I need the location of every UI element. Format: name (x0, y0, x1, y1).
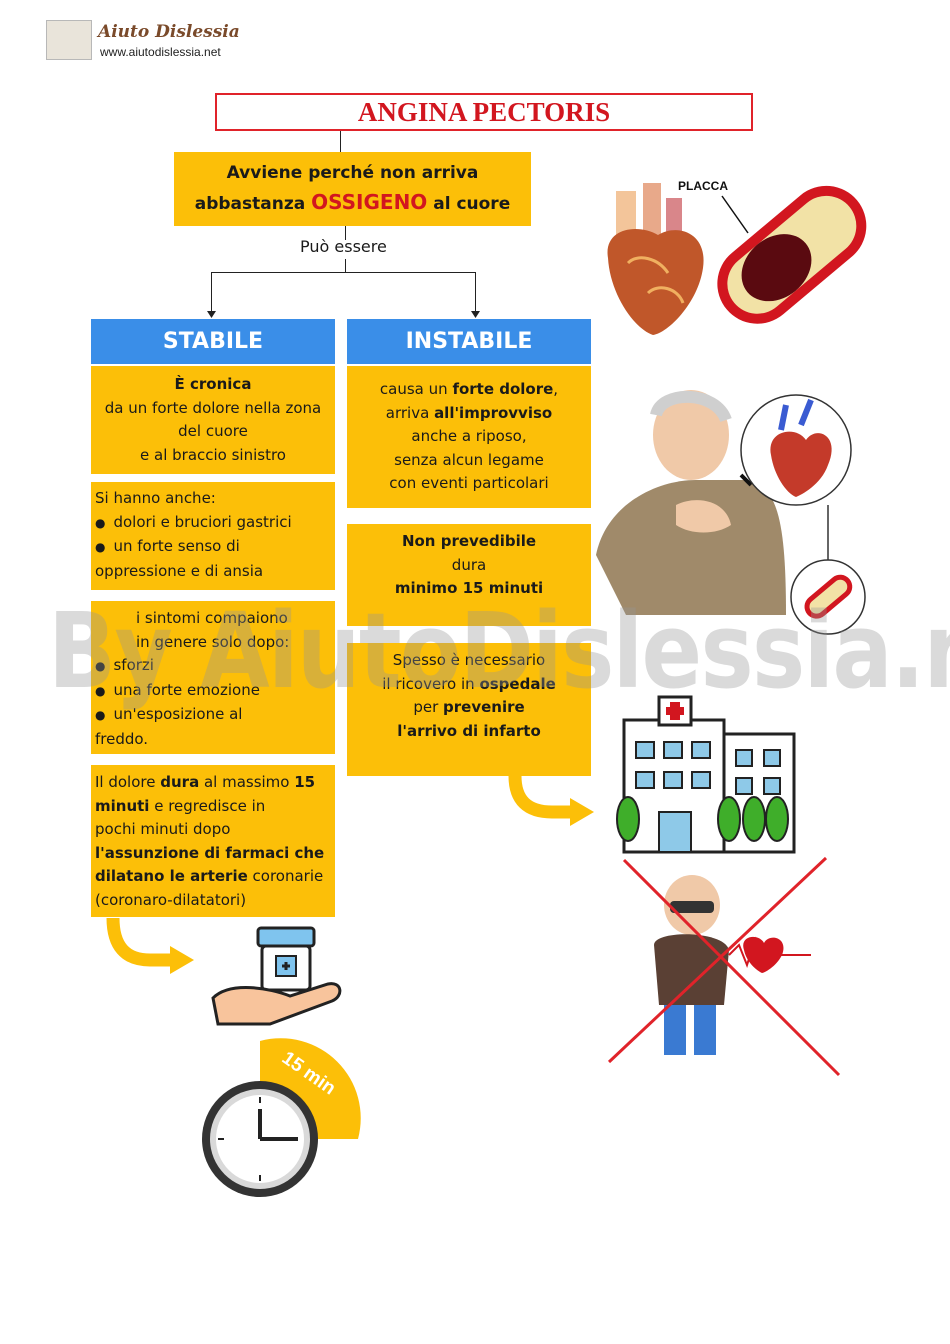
heart-artery-illustration: PLACCA (607, 179, 867, 335)
page-title: ANGINA PECTORIS (215, 93, 753, 131)
hospital-icon (616, 695, 796, 854)
cause-box: Avviene perché non arriva abbastanza OSS… (174, 152, 531, 226)
stabile-box-triggers: i sintomi compaiono in genere solo dopo:… (91, 601, 335, 754)
oxygen-highlight: OSSIGENO (311, 190, 428, 214)
cause-line-2: abbastanza OSSIGENO al cuore (194, 190, 511, 214)
medicine-hand-icon (211, 926, 342, 1026)
connector-line (340, 131, 341, 152)
list-item: un'esposizione al (95, 703, 331, 728)
instabile-box-hospital: Spesso è necessario il ricovero in osped… (347, 643, 591, 776)
list-item: una forte emozione (95, 679, 331, 704)
connector-label: Può essere (300, 237, 387, 256)
logo-url: www.aiutodislessia.net (100, 45, 221, 59)
clock-15min-icon: 15 min (202, 1038, 361, 1197)
placca-label: PLACCA (678, 179, 728, 193)
list-item: sforzi (95, 654, 331, 679)
stabile-box-chronic: È cronica da un forte dolore nella zona … (91, 366, 335, 474)
logo-title: Aiuto Dislessia (98, 22, 240, 42)
cause-line-1: Avviene perché non arriva (226, 163, 479, 183)
connector-line (345, 226, 346, 240)
stabile-box-symptoms: Si hanno anche: dolori e bruciori gastri… (91, 482, 335, 590)
chest-pain-man-illustration (596, 390, 866, 635)
instabile-header: INSTABILE (347, 319, 591, 364)
branch-line (211, 272, 476, 273)
instabile-box-pain: causa un forte dolore, arriva all'improv… (347, 366, 591, 508)
instabile-box-duration: Non prevedibile dura minimo 15 minuti (347, 524, 591, 626)
branch-arrows (207, 272, 480, 318)
connector-line (345, 259, 346, 272)
logo-image (46, 20, 92, 60)
stabile-header: STABILE (91, 319, 335, 364)
infarct-crossed-illustration (607, 856, 841, 1077)
stabile-box-duration: Il dolore dura al massimo 15 minuti e re… (91, 765, 335, 917)
list-item: un forte senso di (95, 535, 331, 560)
list-item: dolori e bruciori gastrici (95, 511, 331, 536)
